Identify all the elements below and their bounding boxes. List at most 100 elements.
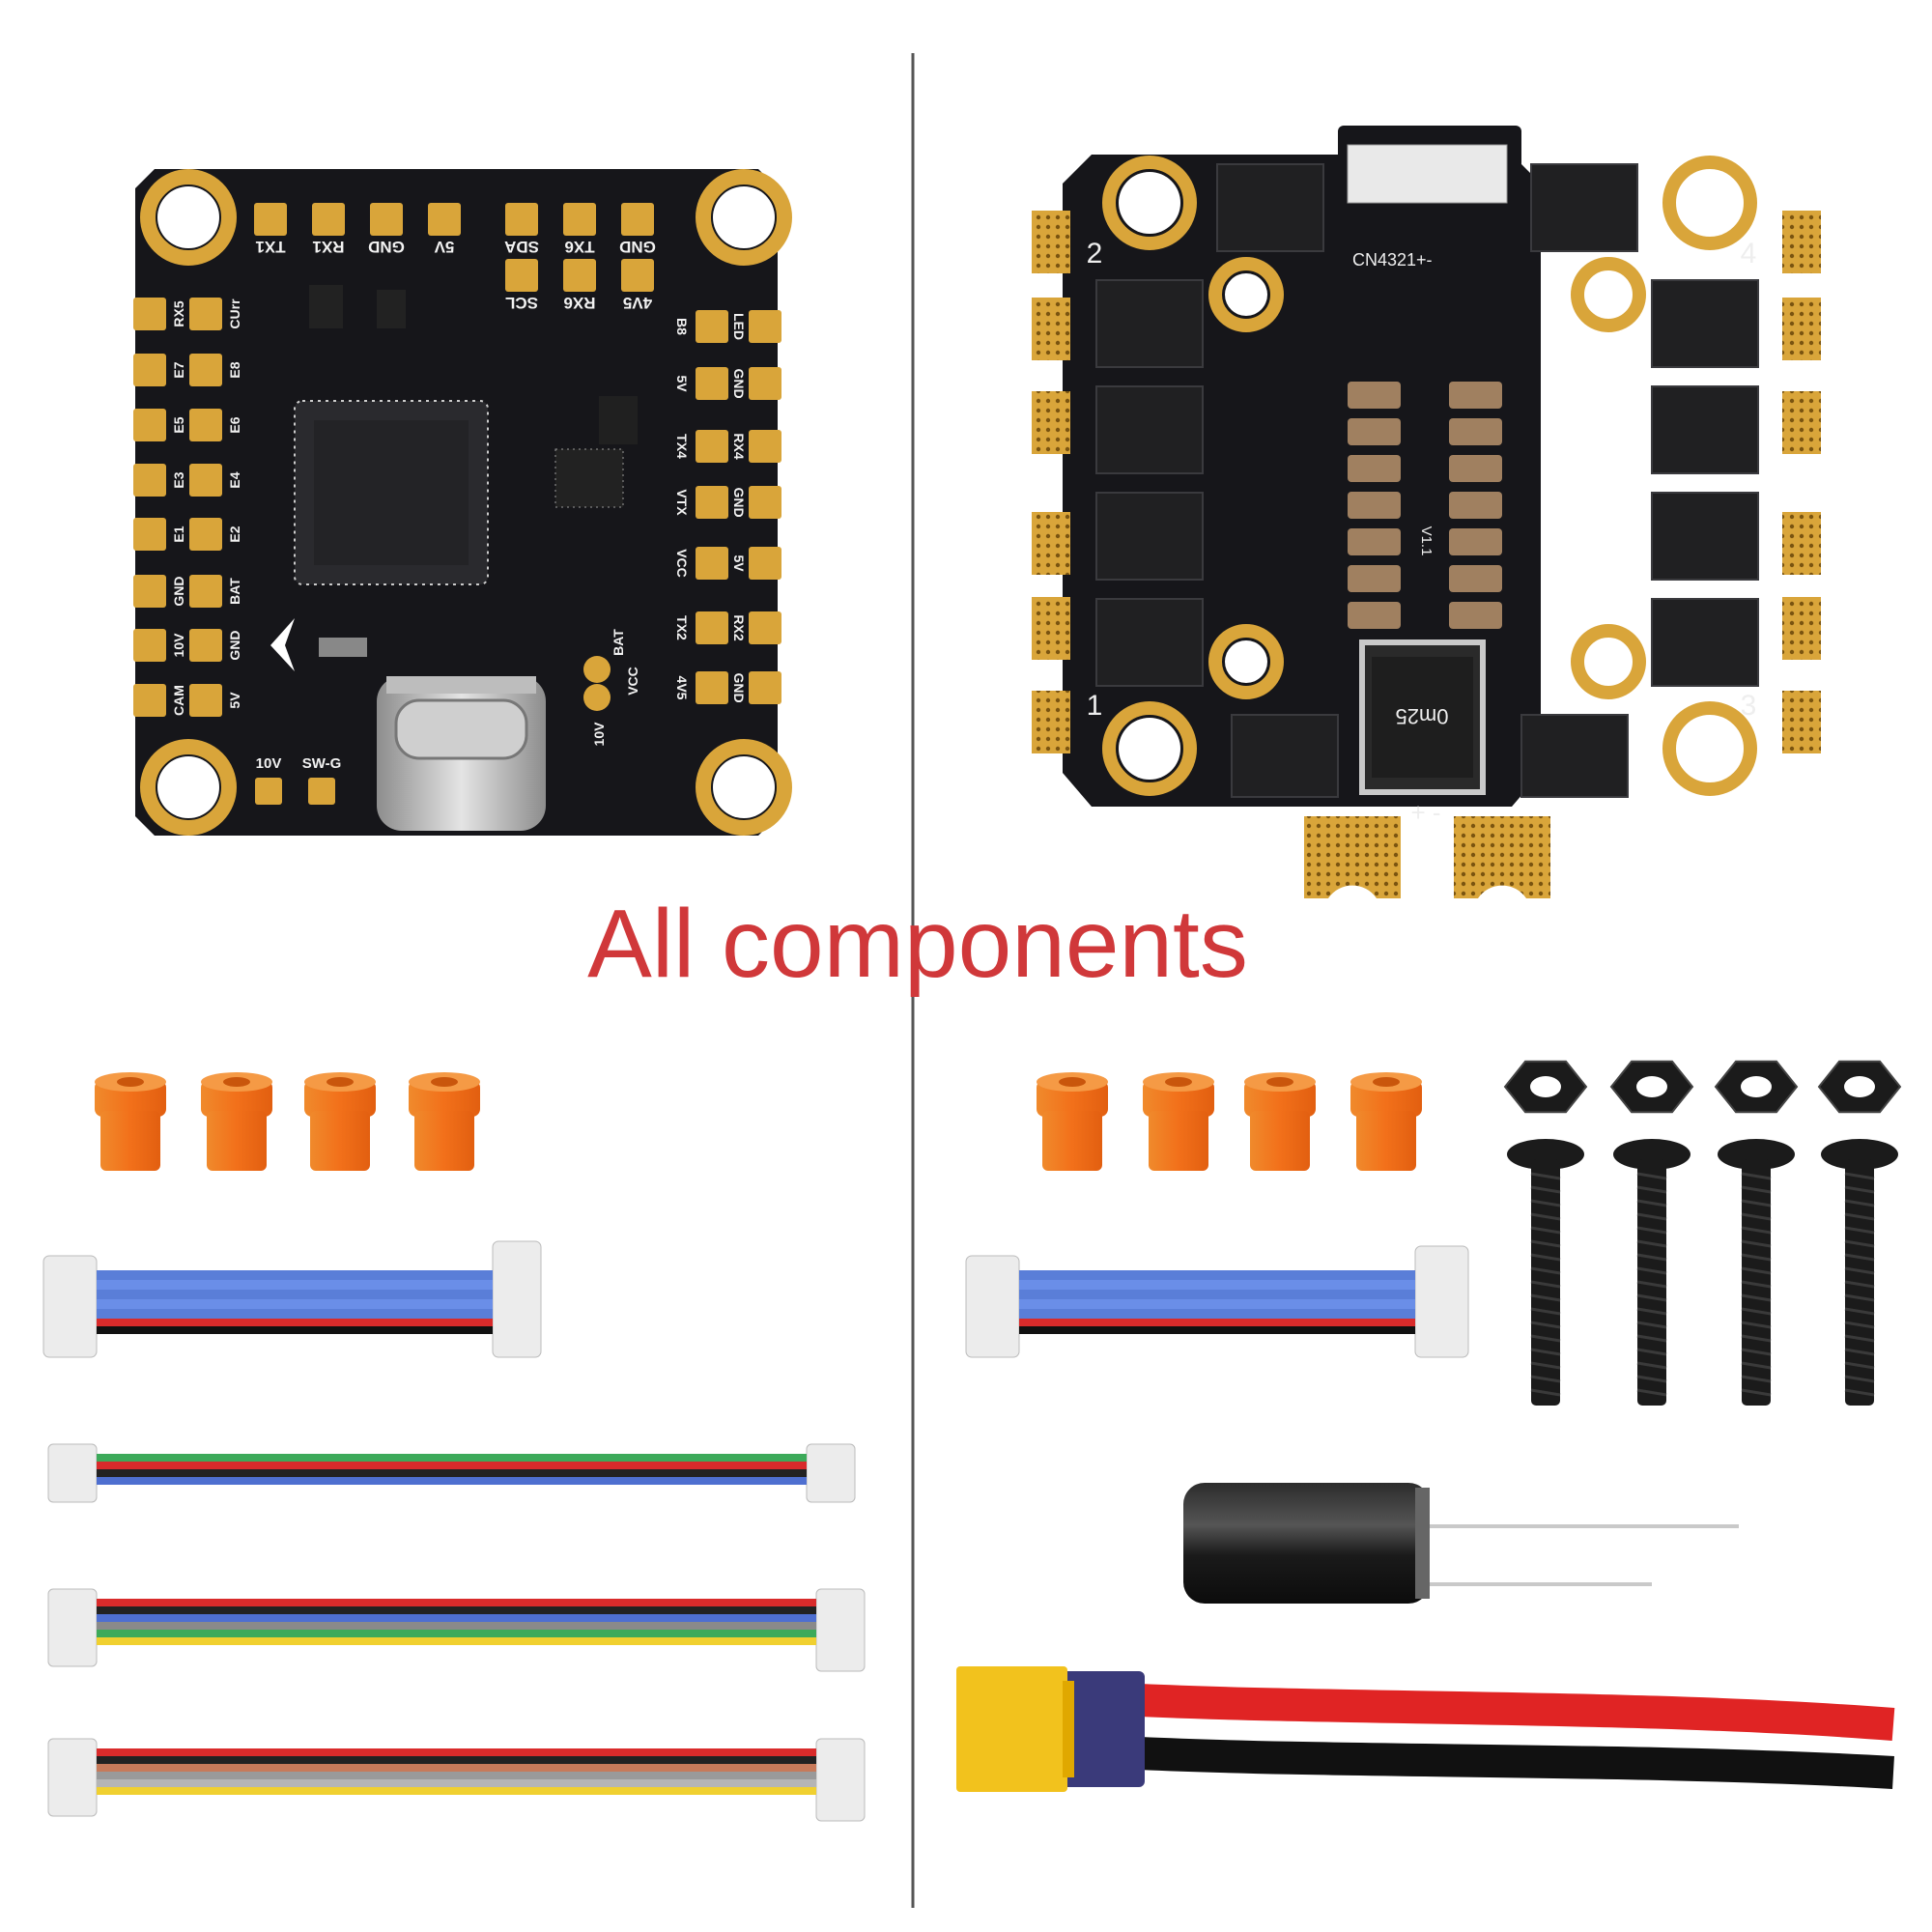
left-spacer-2 (304, 1072, 376, 1171)
fc-left-pad-a-4 (133, 518, 166, 551)
screw-1 (1613, 1139, 1690, 1406)
esc-corner-number-1: 1 (1087, 690, 1103, 722)
esc-corner-number-2: 2 (1087, 238, 1103, 270)
fc-right-pad-a-6 (696, 671, 728, 704)
fc-left-pad-a-7 (133, 684, 166, 717)
fc-right-label2-2: RX4 (731, 433, 747, 459)
left-spacer-3 (409, 1072, 480, 1171)
fc-right-label-0: B8 (674, 318, 690, 335)
esc-board (1032, 126, 1821, 898)
fc-left-pad-b-5 (189, 575, 222, 608)
fc-right-pad-b-3 (749, 486, 781, 519)
fc-top-pad-4 (505, 203, 538, 236)
fc-top-pad-3 (428, 203, 461, 236)
fc-right-label-2: TX4 (674, 434, 690, 459)
fc-left-inner-label-7: 5V (227, 692, 242, 709)
nut-0 (1503, 1060, 1588, 1114)
fc-left-pad-b-6 (189, 629, 222, 662)
fc-right-label2-0: LED (731, 313, 747, 340)
fc-bottom-label-1: SW-G (302, 755, 342, 772)
fc-left-inner-label-5: BAT (227, 578, 242, 605)
fc-right-label2-3: GND (731, 487, 747, 517)
fc-top-pad-6 (621, 203, 654, 236)
fc-top-pad-2 (370, 203, 403, 236)
fc-right-pad-b-0 (749, 310, 781, 343)
right-spacer-set (1037, 1072, 1422, 1171)
fc-left-inner-label-0: CUrr (227, 298, 242, 329)
screw-2 (1718, 1139, 1795, 1406)
fc-esc-cable-left (43, 1240, 542, 1358)
fc-mid-label-2: VCC (625, 667, 640, 696)
fc-left-pad-b-2 (189, 409, 222, 441)
fc-right-label2-1: GND (731, 368, 747, 398)
fc-right-label-5: TX2 (674, 615, 690, 640)
fc-top2-label-2: 4V5 (623, 294, 652, 312)
fc-left-label-7: CAM (171, 685, 186, 716)
fc-left-label-3: E3 (171, 471, 186, 488)
left-spacer-0 (95, 1072, 166, 1171)
fc-top-pad-1 (312, 203, 345, 236)
fc-right-pad-a-4 (696, 547, 728, 580)
fc-bottom-pad-1 (308, 778, 335, 805)
fc-top2-label-1: RX6 (563, 294, 595, 312)
fc-bottom-label-0: 10V (256, 755, 282, 772)
fc-left-pad-b-3 (189, 464, 222, 497)
fc-right-label2-6: GND (731, 672, 747, 702)
fc-left-inner-label-2: E6 (227, 416, 242, 433)
fc-top-label-6: GND (619, 238, 656, 256)
fc-right-pad-b-2 (749, 430, 781, 463)
receiver-cable (47, 1443, 856, 1503)
fc-left-pad-a-6 (133, 629, 166, 662)
fc-left-pad-a-5 (133, 575, 166, 608)
vtx-cable (47, 1588, 866, 1672)
esc-connector (1347, 144, 1508, 204)
left-spacer-set (95, 1072, 480, 1171)
right-spacer-1 (1143, 1072, 1214, 1171)
fc-top-label-0: TX1 (255, 238, 285, 256)
fc-top-label-3: 5V (434, 238, 454, 256)
fc-right-label2-4: 5V (731, 554, 747, 572)
right-spacer-2 (1244, 1072, 1316, 1171)
esc-connector-label: CN4321+- (1352, 250, 1433, 270)
fc-top-label-4: SDA (504, 238, 539, 256)
fc-left-pad-b-4 (189, 518, 222, 551)
fc-top-label-5: TX6 (564, 238, 594, 256)
screw-set (1507, 1139, 1898, 1406)
esc-shunt-label: 0m25 (1395, 704, 1448, 728)
fc-left-label-5: GND (171, 576, 186, 606)
right-spacer-0 (1037, 1072, 1108, 1171)
left-spacer-1 (201, 1072, 272, 1171)
fc-left-label-2: E5 (171, 416, 186, 433)
fc-top-pad-5 (563, 203, 596, 236)
fc-right-label-3: VTX (674, 489, 690, 516)
fc-top-label-1: RX1 (312, 238, 344, 256)
fc-right-pad-a-5 (696, 611, 728, 644)
screw-3 (1821, 1139, 1898, 1406)
fc-top-label-2: GND (368, 238, 405, 256)
fc-left-inner-label-6: GND (227, 630, 242, 660)
fc-right-pad-a-0 (696, 310, 728, 343)
nut-1 (1609, 1060, 1694, 1114)
fc-left-label-6: 10V (171, 633, 186, 658)
fc-right-label-4: VCC (674, 549, 690, 578)
fc-esc-cable-right (965, 1245, 1469, 1358)
fc-right-label-6: 4V5 (674, 676, 690, 700)
esc-corner-number-4: 4 (1741, 238, 1757, 270)
fc-left-label-0: RX5 (171, 300, 186, 327)
esc-power-label: + - (1410, 798, 1440, 827)
fc-left-pad-b-7 (189, 684, 222, 717)
fc-top2-pad-0 (505, 259, 538, 292)
fc-top2-label-0: SCL (505, 294, 538, 312)
screw-0 (1507, 1139, 1584, 1406)
fc-left-pad-a-0 (133, 298, 166, 330)
fc-left-pad-b-1 (189, 354, 222, 386)
fc-right-pad-a-2 (696, 430, 728, 463)
caption-text: All components (587, 890, 1248, 998)
flight-controller-board (135, 169, 792, 836)
fc-left-pad-a-2 (133, 409, 166, 441)
fc-left-pad-b-0 (189, 298, 222, 330)
camera-cable (47, 1738, 866, 1822)
xt60-power-lead (956, 1666, 1895, 1792)
